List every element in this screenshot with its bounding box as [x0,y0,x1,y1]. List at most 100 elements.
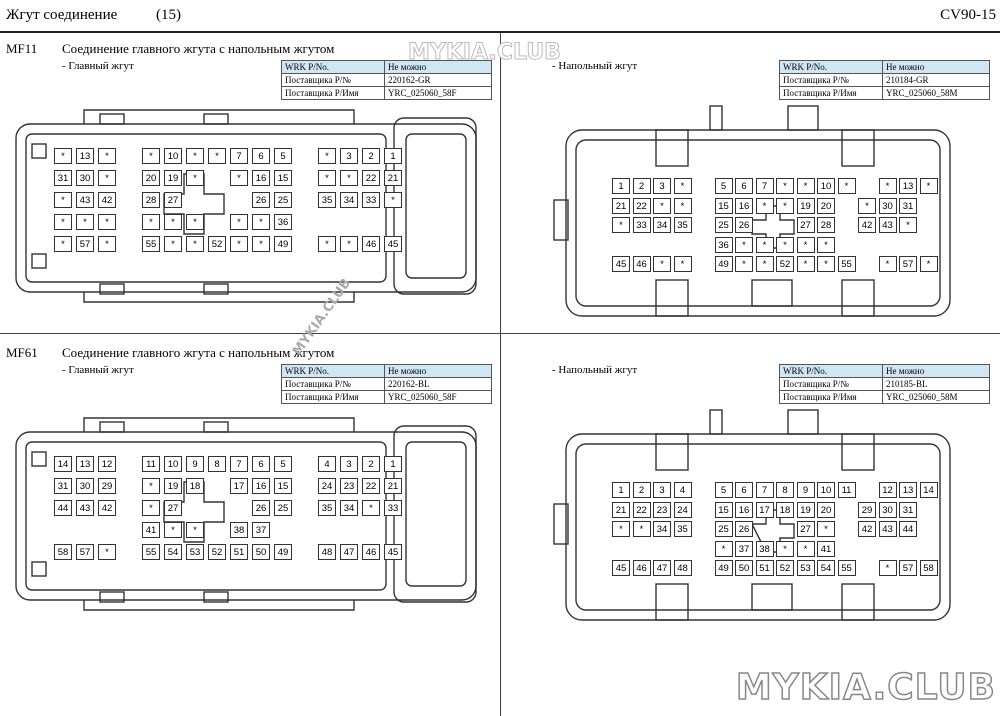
pin-cell: * [776,236,794,253]
pin-cell: 19 [164,170,182,186]
pin-cell: 26 [735,521,753,537]
pin-cell: 49 [274,236,292,252]
pin-cell: 1 [612,482,630,498]
pin-cell: 27 [796,521,815,537]
pin-cell: * [340,170,358,186]
pin-cell: 47 [653,560,671,576]
pin-cell: 19 [796,501,815,518]
pin-cell: 42 [98,500,116,516]
pin-cell: * [186,214,204,230]
pin-cell: 57 [899,560,917,576]
pin-cell: 28 [817,217,835,233]
pin-cell: 14 [919,482,938,498]
pin-cell: 7 [230,148,248,164]
pin-cell: 6 [735,178,753,194]
pin-cell: 38 [755,540,774,557]
pin-cell: 36 [714,236,733,253]
pin-cell: * [98,170,116,186]
pin-cell: 42 [858,521,876,537]
pin-cell: 5 [274,456,292,472]
pin-cell: 17 [230,478,248,494]
pin-cell: * [673,178,692,194]
pin-cell: 10 [817,482,835,498]
pin-cell: 34 [653,217,671,233]
pin-cell: * [735,256,753,272]
pin-cell: 25 [274,192,292,208]
pin-cell: 57 [899,256,917,272]
pin-cell: * [186,148,204,164]
pin-cell: 13 [899,178,917,194]
pin-cell: 21 [612,197,630,214]
pin-cell: * [919,178,938,194]
pin-cell: 45 [384,236,402,252]
pin-cell: 27 [164,192,182,208]
pin-cell: * [164,522,182,538]
main-harness-label: - Главный жгут [62,60,134,72]
pin-cell: 33 [632,217,651,233]
pin-cell: 13 [76,456,94,472]
pin-cell: * [142,500,160,516]
pin-cell: * [340,236,358,252]
pin-cell: 16 [735,501,753,518]
pin-cell: 49 [274,544,292,560]
pin-cell: 43 [76,500,94,516]
pin-cell: * [208,148,226,164]
pin-cell: * [878,256,897,272]
pin-cell: 19 [164,478,182,494]
page-code: CV90-15 [940,7,996,23]
pin-cell: 26 [252,500,270,516]
pin-cell: * [384,192,402,208]
pin-cell: 49 [714,560,733,576]
pin-cell: 12 [878,482,897,498]
pin-cell: 7 [755,482,774,498]
pin-cell: * [796,236,815,253]
pin-cell: 54 [164,544,182,560]
horizontal-divider [0,333,1000,334]
pin-cell: * [612,521,630,537]
pin-cell: 3 [340,148,358,164]
pin-cell: 18 [776,501,794,518]
pin-cell: * [858,197,876,214]
pin-cell: 26 [735,217,753,233]
pin-cell: 37 [735,540,753,557]
pin-cell: 15 [714,197,733,214]
pin-cell: 22 [632,197,651,214]
pin-cell: 21 [384,478,402,494]
pin-cell: * [817,236,835,253]
pin-cell: 12 [98,456,116,472]
pin-cell: 35 [318,192,336,208]
pin-cell: * [362,500,380,516]
pin-cell: 22 [362,170,380,186]
pin-cell: 4 [673,482,692,498]
pin-cell: 25 [274,500,292,516]
pin-cell: 26 [252,192,270,208]
pin-cell: 30 [878,501,897,518]
pin-cell: * [230,170,248,186]
pin-cell: 1 [612,178,630,194]
pin-cell: 34 [340,192,358,208]
connector-code: MF61 [6,345,38,360]
pin-cell: * [98,214,116,230]
pin-cell: * [230,214,248,230]
section-title: Соединение главного жгута с напольным жг… [62,345,335,360]
pin-cell: 5 [274,148,292,164]
pin-cell: * [796,540,815,557]
pin-cell: 17 [755,501,774,518]
pin-cell: 21 [612,501,630,518]
pin-cell: 22 [362,478,380,494]
pin-cell: * [252,214,270,230]
pin-cell: 2 [632,482,651,498]
floor-harness-label: - Напольный жгут [552,60,638,72]
pin-cell: 44 [899,521,917,537]
pin-cell: 15 [274,478,292,494]
pin-cell: 1 [384,456,402,472]
main-harness-label: - Главный жгут [62,364,134,376]
pin-cell: * [776,540,794,557]
pin-cell: 38 [230,522,248,538]
pin-cell: 10 [817,178,835,194]
pin-cell: * [98,236,116,252]
pin-cell: 51 [230,544,248,560]
